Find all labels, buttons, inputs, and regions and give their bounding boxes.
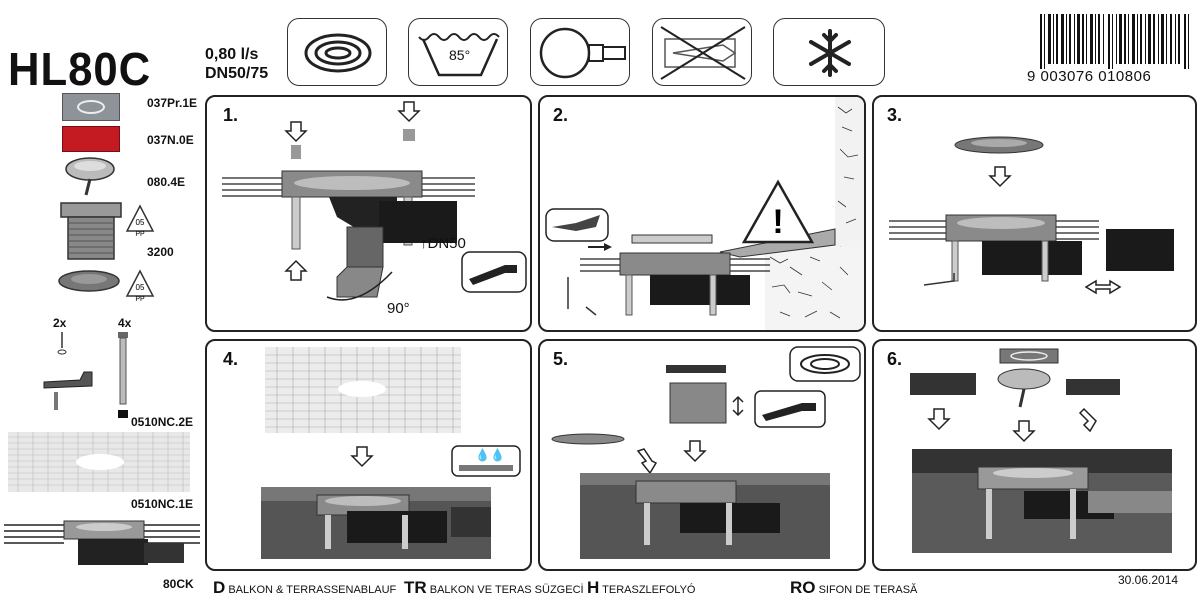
flange-ring-image — [58, 270, 120, 292]
step-panel-2: 2. ! — [538, 95, 866, 332]
lang-text-hu: TERASZLEFOLYÓ — [602, 584, 696, 596]
odor-seal-icon — [287, 18, 387, 86]
no-solvent-icon — [652, 18, 752, 86]
step-4-illustration: 💧💧 — [261, 347, 521, 559]
svg-text:05: 05 — [136, 283, 145, 292]
pipe-connection-icon — [530, 18, 630, 86]
step-5-illustration — [551, 346, 861, 559]
svg-text:PP: PP — [135, 231, 145, 237]
footer-lang-tr: TR BALKON VE TERAS SÜZGECİ — [404, 578, 584, 598]
step-number: 6. — [887, 349, 903, 369]
lang-text-ro: SIFON DE TERASĂ — [818, 584, 918, 596]
step-panel-6: 6. — [872, 339, 1197, 571]
dn-label: ↑DN50 — [420, 235, 466, 252]
document-date: 30.06.2014 — [1118, 573, 1179, 587]
part-label-037pr: 037Pr.1E — [147, 96, 198, 110]
sealing-membrane-image — [8, 432, 190, 492]
svg-text:PP: PP — [135, 296, 145, 302]
barcode-number: 9 003076 010806 — [1027, 68, 1152, 85]
part-label-080: 080.4E — [147, 175, 186, 189]
step-panel-3: 3. — [872, 95, 1197, 332]
step-number: 4. — [223, 349, 239, 369]
step-panel-5: 5. — [538, 339, 866, 571]
part-label-3200: 3200 — [147, 245, 174, 259]
frost-resistant-icon — [773, 18, 885, 86]
lang-code-de: D — [213, 578, 226, 597]
lang-text-de: BALKON & TERRASSENABLAUF — [228, 584, 397, 596]
recycle-pp-icon: 05 PP — [125, 269, 155, 302]
footer-lang-de: D BALKON & TERRASSENABLAUF — [213, 578, 396, 598]
recycle-pp-icon: 05 PP — [125, 204, 155, 237]
step-3-illustration — [889, 136, 1174, 295]
angle-label: 90° — [387, 300, 410, 317]
footer-lang-hu: H TERASZLEFOLYÓ — [587, 578, 695, 598]
step-number: 2. — [553, 105, 569, 125]
pipe-size: DN50/75 — [205, 65, 269, 82]
complete-drain-image — [4, 520, 200, 565]
lang-text-tr: BALKON VE TERAS SÜZGECİ — [429, 584, 584, 596]
lang-code-hu: H — [587, 578, 600, 597]
step-2-illustration: ! — [545, 97, 864, 330]
barcode-image — [1040, 14, 1189, 69]
step-number: 3. — [887, 105, 903, 125]
step-number: 5. — [553, 349, 569, 369]
grate-cover-image — [62, 93, 120, 121]
temp-label: 85° — [449, 47, 471, 63]
temperature-85-icon: 85° — [408, 18, 508, 86]
part-label-80ck: 80CK — [163, 577, 194, 591]
part-label-0510nc1: 0510NC.1E — [131, 497, 194, 511]
part-label-037n: 037N.0E — [147, 133, 194, 147]
flow-rate: 0,80 l/s — [205, 46, 259, 63]
protective-cover-image — [62, 126, 120, 152]
flow-spec: 0,80 l/s DN50/75 — [205, 45, 268, 83]
step-panel-1: 1. ↑DN50 90° — [205, 95, 532, 332]
footer-lang-ro: RO SIFON DE TERASĂ — [790, 578, 917, 598]
step-panel-4: 4. 💧💧 — [205, 339, 532, 571]
part-label-0510nc2: 0510NC.2E — [131, 415, 194, 429]
model-number: HL80C — [8, 43, 152, 95]
step-6-illustration — [910, 348, 1172, 553]
odor-trap-float-image — [65, 157, 115, 196]
step-1-illustration — [222, 101, 527, 301]
lang-code-ro: RO — [790, 578, 816, 597]
qty-label-legs: 4x — [118, 316, 132, 330]
svg-text:💧💧: 💧💧 — [475, 448, 505, 462]
mounting-hardware-image — [43, 332, 128, 418]
svg-text:!: ! — [772, 203, 783, 241]
extension-piece-image — [60, 202, 122, 260]
svg-text:05: 05 — [136, 218, 145, 227]
qty-label-screws: 2x — [53, 316, 67, 330]
lang-code-tr: TR — [404, 578, 427, 597]
step-number: 1. — [223, 105, 239, 125]
